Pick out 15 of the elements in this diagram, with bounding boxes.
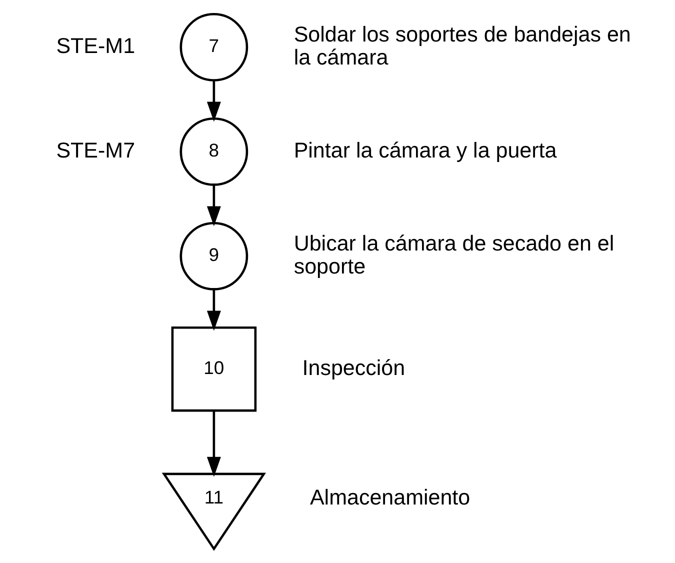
node-box: 10: [170, 326, 256, 412]
node-label: Ubicar la cámara de secado en el soporte: [293, 231, 614, 278]
arrow: [206, 80, 220, 122]
node-label: Soldar los soportes de bandejas en la cámara: [293, 22, 630, 70]
arrow: [206, 184, 220, 226]
arrow: [206, 410, 220, 477]
node-label: Inspección: [302, 356, 405, 380]
node-label: Pintar la cámara y la puerta: [293, 138, 556, 162]
node-label: STE-M1: [56, 34, 135, 58]
node-circle: 8: [179, 117, 248, 186]
node-label: Almacenamiento: [309, 486, 470, 510]
node-circle: 7: [179, 13, 248, 82]
arrow: [206, 289, 220, 331]
node-label: STE-M7: [56, 138, 135, 162]
node-circle: 9: [179, 222, 248, 290]
